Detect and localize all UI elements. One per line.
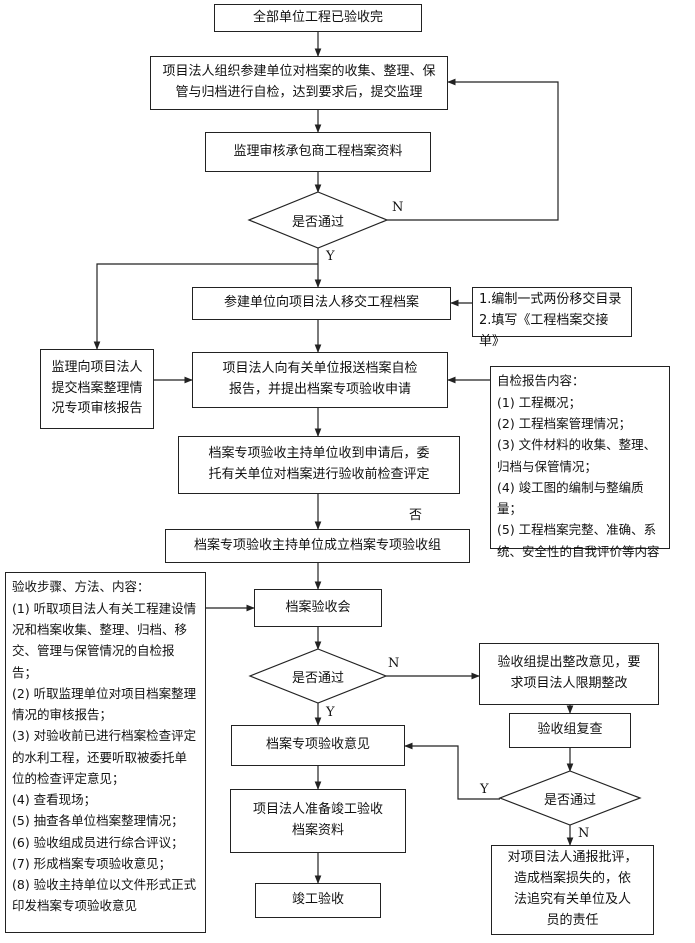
node-criticism: 对项目法人通报批评， 造成档案损失的，依 法追究有关单位及人 员的责任 <box>491 845 654 935</box>
self-report-item: (5) 工程档案完整、准确、系统、安全性的自我评价等内容 <box>497 522 660 559</box>
label-y1: Y <box>326 249 335 264</box>
self-report-contents-box: 自检报告内容： (1) 工程概况； (2) 工程档案管理情况； (3) 文件材料… <box>490 366 670 559</box>
decision2-text: 是否通过 <box>291 670 344 686</box>
decision2-diamond <box>248 648 388 704</box>
label-fou: 否 <box>409 508 423 523</box>
steps-item: (6) 验收组成员进行综合评议； <box>12 834 184 850</box>
node-supervisor-review: 监理审核承包商工程档案资料 <box>205 132 431 172</box>
label-n2: N <box>388 656 400 671</box>
node-opinion: 档案专项验收意见 <box>231 725 405 766</box>
node-final-text: 竣工验收 <box>291 892 344 908</box>
steps-item: (3) 对验收前已进行档案检查评定的水利工程，还要听取被委托单位的检查评定意见； <box>12 728 197 786</box>
steps-item: (8) 验收主持单位以文件形式正式印发档案专项验收意见 <box>12 877 197 914</box>
steps-item: (1) 听取项目法人有关工程建设情况和档案收集、整理、归档、移交、管理与保管情况… <box>12 600 197 680</box>
decision3-diamond <box>498 770 642 826</box>
node-final: 竣工验收 <box>255 883 381 918</box>
label-y3: Y <box>480 782 489 797</box>
node-recheck: 验收组复查 <box>509 713 631 748</box>
node-form-group: 档案专项验收主持单位成立档案专项验收组 <box>165 529 470 563</box>
node-recheck-text: 验收组复查 <box>537 722 603 738</box>
node-transfer-text: 参建单位向项目法人移交工程档案 <box>223 295 419 311</box>
steps-item: (2) 听取监理单位对项目档案整理情况的审核报告； <box>12 685 197 723</box>
node-supervisor-review-text: 监理审核承包商工程档案资料 <box>233 143 403 159</box>
steps-item: (5) 抽查各单位档案整理情况； <box>12 813 184 829</box>
decision1-diamond <box>247 191 389 249</box>
node-prepare: 项目法人准备竣工验收 档案资料 <box>230 789 406 853</box>
node-commission-text: 档案专项验收主持单位收到申请后，委 托有关单位对档案进行验收前检查评定 <box>208 446 430 482</box>
node-transfer: 参建单位向项目法人移交工程档案 <box>192 287 451 320</box>
node-all-done: 全部单位工程已验收完 <box>214 4 422 32</box>
self-report-title: 自检报告内容： <box>497 373 585 388</box>
arrow-decision3-yes-to-opinion <box>404 742 500 800</box>
self-report-item: (3) 文件材料的收集、整理、归档与保管情况； <box>497 437 657 474</box>
node-self-check-text: 项目法人组织参建单位对档案的收集、整理、保 管与归档进行自检，达到要求后，提交监… <box>162 64 436 100</box>
node-rectify: 验收组提出整改意见，要 求项目法人限期整改 <box>479 643 659 705</box>
self-report-item: (4) 竣工图的编制与整编质量； <box>497 479 644 517</box>
node-prepare-text: 项目法人准备竣工验收 档案资料 <box>252 802 383 838</box>
label-n3: N <box>578 826 590 841</box>
self-report-item: (1) 工程概况； <box>497 394 582 410</box>
steps-item: (7) 形成档案专项验收意见； <box>12 855 172 871</box>
node-report-text: 项目法人向有关单位报送档案自检 报告，并提出档案专项验收申请 <box>222 361 418 397</box>
node-report: 项目法人向有关单位报送档案自检 报告，并提出档案专项验收申请 <box>192 352 448 408</box>
node-supervisor-report: 监理向项目法人 提交档案整理情 况专项审核报告 <box>40 349 154 429</box>
node-meeting-text: 档案验收会 <box>285 599 351 615</box>
node-opinion-text: 档案专项验收意见 <box>265 737 370 753</box>
steps-item: (4) 查看现场； <box>12 792 97 808</box>
node-rectify-text: 验收组提出整改意见，要 求项目法人限期整改 <box>497 655 641 691</box>
self-report-item: (2) 工程档案管理情况； <box>497 416 632 432</box>
decision1-text: 是否通过 <box>291 214 344 230</box>
label-n1: N <box>392 200 404 215</box>
transfer-note-1: 1.编制一式两份移交目录 <box>479 292 622 307</box>
transfer-note-2: 2.填写《工程档案交接单》 <box>479 312 609 349</box>
node-criticism-text: 对项目法人通报批评， 造成档案损失的，依 法追究有关单位及人 员的责任 <box>507 850 638 928</box>
node-all-done-text: 全部单位工程已验收完 <box>252 9 383 25</box>
steps-title: 验收步骤、方法、内容： <box>12 579 150 594</box>
node-supervisor-report-text: 监理向项目法人 提交档案整理情 况专项审核报告 <box>51 359 143 417</box>
acceptance-steps-box: 验收步骤、方法、内容： (1) 听取项目法人有关工程建设情况和档案收集、整理、归… <box>5 572 206 933</box>
node-transfer-notes: 1.编制一式两份移交目录 2.填写《工程档案交接单》 <box>472 287 632 349</box>
node-commission: 档案专项验收主持单位收到申请后，委 托有关单位对档案进行验收前检查评定 <box>178 436 460 494</box>
node-self-check: 项目法人组织参建单位对档案的收集、整理、保 管与归档进行自检，达到要求后，提交监… <box>150 56 448 110</box>
node-meeting: 档案验收会 <box>254 589 382 627</box>
label-y2: Y <box>326 705 335 720</box>
arrow-branch-to-supervisor-report <box>93 263 318 350</box>
node-form-group-text: 档案专项验收主持单位成立档案专项验收组 <box>193 537 441 553</box>
decision3-text: 是否通过 <box>543 792 596 808</box>
arrow-decision1-no-back <box>387 78 559 221</box>
